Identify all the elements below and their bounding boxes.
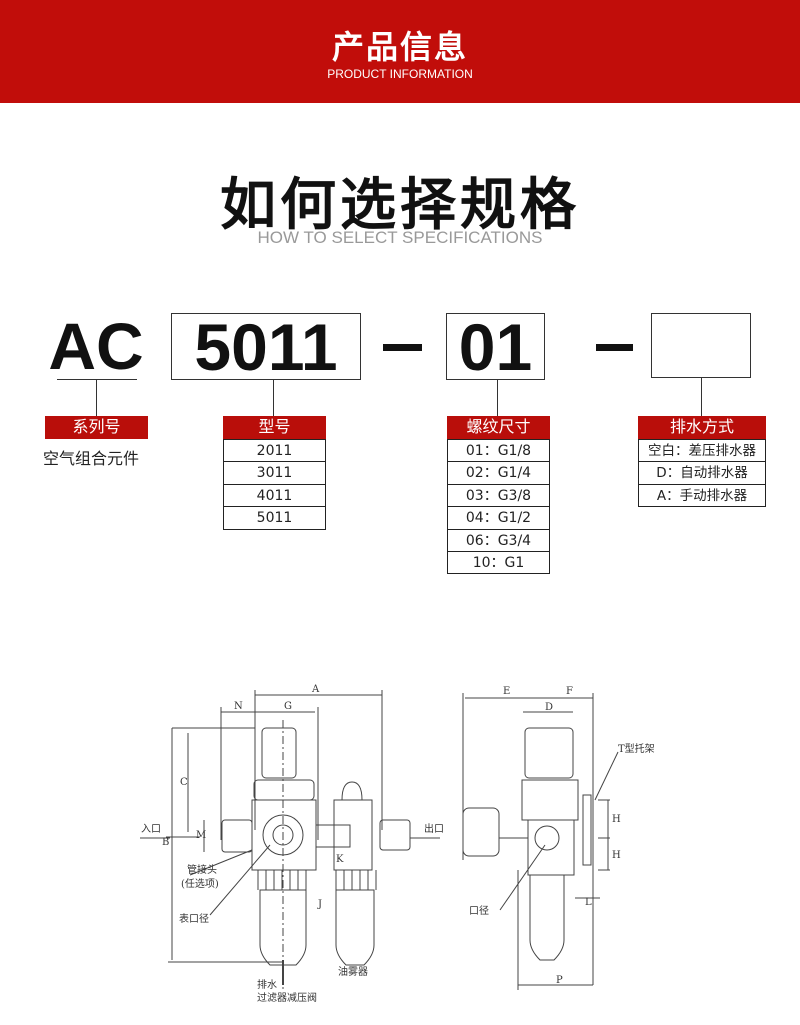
drain-header: 排水方式: [638, 416, 766, 439]
dim-label-j: J: [317, 899, 322, 910]
thread-header: 螺纹尺寸: [447, 416, 550, 439]
drain-table: 排水方式 空白：差压排水器 D：自动排水器 A：手动排水器: [638, 416, 766, 508]
code-series: AC: [48, 309, 144, 383]
label-fitting: 管接头: [187, 863, 217, 876]
thread-row: 10：G1: [448, 550, 549, 573]
thread-row: 03：G3/8: [448, 483, 549, 506]
dim-label-h: H: [612, 814, 621, 825]
dim-label-h: H: [612, 850, 621, 861]
label-drain: 排水: [257, 978, 277, 991]
model-row: 5011: [224, 506, 325, 528]
section-subtitle: HOW TO SELECT SPECIFICATIONS: [257, 228, 543, 247]
code-drain-box: [651, 313, 751, 378]
thread-row: 02：G1/4: [448, 461, 549, 483]
drain-row: A：手动排水器: [639, 483, 765, 506]
label-inlet: 入口: [141, 824, 161, 835]
code-model-box: 5011: [171, 313, 361, 380]
series-header: 系列号: [45, 416, 148, 439]
label-lubricator: 油雾器: [338, 965, 368, 978]
series-desc: 空气组合元件: [43, 449, 140, 468]
dim-label-m: M: [196, 830, 206, 841]
thread-table: 螺纹尺寸 01：G1/8 02：G1/4 03：G3/8 04：G1/2 06：…: [447, 416, 550, 575]
code-dash: [383, 344, 422, 351]
drain-row: 空白：差压排水器: [639, 439, 765, 461]
label-gauge-port: 表口径: [179, 912, 209, 925]
header-subtitle: PRODUCT INFORMATION: [327, 67, 473, 81]
dim-label-n: N: [234, 701, 243, 712]
model-row: 2011: [224, 439, 325, 461]
dim-label-k: K: [336, 854, 344, 865]
connector-line: [701, 378, 702, 416]
connector-line: [96, 380, 97, 416]
header-banner: [0, 0, 800, 103]
model-row: 4011: [224, 483, 325, 506]
connector-line: [497, 380, 498, 416]
dim-label-b: B: [162, 837, 169, 848]
code-thread-box: 01: [446, 313, 545, 380]
label-optional: (任选项): [181, 877, 219, 890]
thread-row: 06：G3/4: [448, 528, 549, 551]
label-outlet: 出口: [424, 822, 444, 835]
dim-label-c: C: [180, 777, 188, 788]
section-title: 如何选择规格: [220, 173, 580, 238]
dim-label-g: G: [284, 701, 292, 712]
label-port: 口径: [469, 904, 489, 917]
label-filter-regulator: 过滤器减压阀: [257, 991, 317, 1004]
thread-row: 04：G1/2: [448, 506, 549, 528]
dim-label-d: D: [545, 702, 553, 713]
model-table: 型号 2011 3011 4011 5011: [223, 416, 326, 530]
connector-line: [273, 380, 274, 416]
dim-label-e: E: [503, 686, 510, 697]
model-row: 3011: [224, 461, 325, 483]
dim-label-p: P: [556, 975, 563, 986]
header-title: 产品信息: [331, 28, 468, 66]
model-header: 型号: [223, 416, 326, 439]
dim-label-f: F: [566, 686, 573, 697]
code-dash: [596, 344, 633, 351]
dim-label-a: A: [311, 684, 320, 695]
thread-row: 01：G1/8: [448, 439, 549, 461]
series-underline: [57, 379, 137, 380]
dim-label-l: L: [585, 897, 592, 908]
series-table: 系列号 空气组合元件: [43, 416, 148, 469]
drain-row: D：自动排水器: [639, 461, 765, 483]
label-bracket: T型托架: [618, 742, 655, 755]
